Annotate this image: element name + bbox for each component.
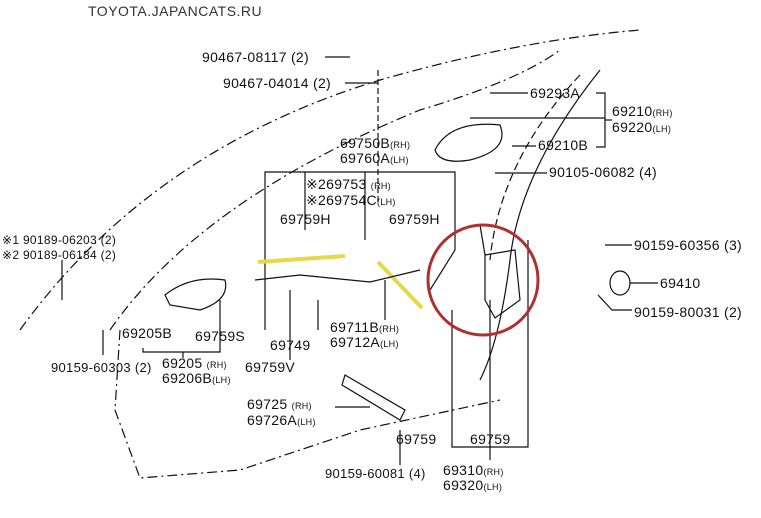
side-suffix: (RH) [483,467,504,477]
part-label[interactable]: 69760A(LH) [340,151,409,168]
side-suffix: (LH) [652,124,672,134]
inside-handle [164,278,227,311]
part-label[interactable]: 69320(LH) [443,478,502,495]
door-bottom-outline [114,329,501,479]
door-lock-assembly [484,249,521,319]
part-number: 69711B [330,319,380,335]
part-label[interactable]: 69711B(RH) [330,320,399,337]
part-label[interactable]: 69205B [122,325,173,341]
part-number: 69206B [162,370,213,386]
part-label[interactable]: 69759S [195,328,246,344]
part-label[interactable]: 69750B(RH) [340,136,410,153]
part-label[interactable]: 69310(RH) [443,463,504,480]
side-suffix: (RH) [652,108,673,118]
side-suffix: (RH) [206,360,227,370]
part-label[interactable]: ※1 90189-06203 (2) [2,233,117,247]
part-label[interactable]: ※269753 (RH) [306,177,391,194]
part-number: 69712A [330,334,381,350]
part-label[interactable]: 69759 [396,431,437,447]
rod-yellow-1 [257,254,346,264]
part-label[interactable]: 90159-80031 (2) [634,304,743,320]
side-suffix: (RH) [370,181,391,191]
part-label[interactable]: 69293A [530,85,581,101]
part-number: 69310 [443,462,484,478]
striker [609,270,631,296]
side-suffix: (LH) [376,197,396,207]
part-label[interactable]: 69759H [389,211,440,227]
part-number: 69205 [162,355,203,371]
door-inner-outline [109,49,561,331]
side-suffix: (LH) [380,339,399,349]
part-number: 69320 [443,477,484,493]
side-suffix: (LH) [390,155,409,165]
part-label[interactable]: 69759 [470,431,511,447]
part-label[interactable]: 69205 (RH) [162,356,227,373]
part-number: 69760A [340,150,391,166]
part-label[interactable]: 90159-60081 (4) [325,466,426,481]
rod-yellow-2 [376,260,424,310]
part-label[interactable]: 90159-60303 (2) [51,360,152,375]
part-label[interactable]: 69206B(LH) [162,371,231,388]
part-number: ※269753 [306,176,367,192]
part-label[interactable]: 69759V [245,359,296,375]
glass-run [479,69,601,381]
part-number: 69210 [612,103,653,119]
part-label[interactable]: 69712A(LH) [330,335,399,352]
door-check [341,374,406,421]
part-label[interactable]: 69749 [270,337,311,353]
side-suffix: (RH) [379,324,400,334]
side-suffix: (LH) [483,482,503,492]
side-suffix: (LH) [212,375,231,385]
part-label[interactable]: ※269754C(LH) [306,193,396,210]
part-label[interactable]: 90159-60356 (3) [634,237,743,253]
highlight-circle [426,223,540,337]
part-number: 69725 [247,396,288,412]
part-label[interactable]: 90467-08117 (2) [202,49,309,65]
side-suffix: (RH) [390,140,411,150]
part-label[interactable]: 69725 (RH) [247,397,312,414]
part-label[interactable]: ※2 90189-06184 (2) [2,248,117,262]
side-suffix: (LH) [297,417,316,427]
part-number: 69726A [247,412,298,428]
part-number: 69750B [340,135,391,151]
outside-handle [434,123,503,162]
door-outline [19,29,641,331]
side-suffix: (RH) [291,401,312,411]
part-label[interactable]: 69410 [660,275,701,291]
part-label[interactable]: 90467-04014 (2) [223,75,332,91]
part-label[interactable]: 69210(RH) [612,104,673,121]
part-label[interactable]: 69759H [280,211,331,227]
part-label[interactable]: 69210B [538,137,589,153]
part-label[interactable]: 90105-06082 (4) [549,164,658,180]
part-number: ※269754C [306,192,377,208]
glass-run-2 [489,74,581,261]
part-number: 69220 [612,119,653,135]
site-watermark: TOYOTA.JAPANCATS.RU [88,3,263,19]
part-label[interactable]: 69220(LH) [612,120,671,137]
part-label[interactable]: 69726A(LH) [247,413,316,430]
